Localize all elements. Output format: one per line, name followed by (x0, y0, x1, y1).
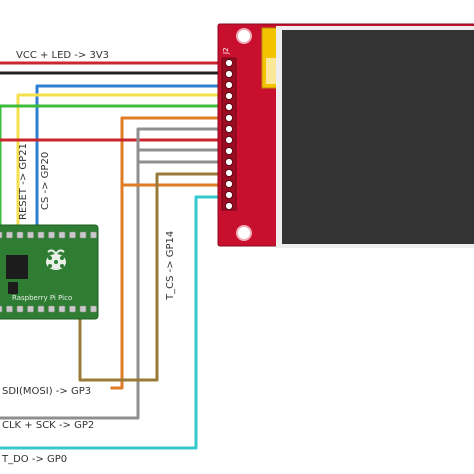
header-pin (224, 135, 234, 145)
pico-board (0, 224, 99, 320)
pico-pins-top (0, 231, 97, 239)
pico-pin (58, 305, 66, 313)
pico-pin (37, 305, 45, 313)
header-pin (224, 58, 234, 68)
pico-pin (16, 231, 24, 239)
pico-chip-2 (8, 282, 18, 294)
header-pins (224, 58, 234, 211)
label-cs: CS -> GP20 (40, 152, 51, 210)
ribbon-inner (266, 58, 276, 84)
pico-pin (90, 305, 97, 313)
header-pin (224, 113, 234, 123)
connection-labels: VCC + LED -> 3V3 RESET -> GP21 CS -> GP2… (1, 50, 176, 465)
pico-pin (6, 305, 13, 313)
header-pin (224, 80, 234, 90)
wire-reset-yellow (16, 93, 230, 237)
wires (0, 61, 230, 450)
header-pin (224, 157, 234, 167)
pico-pin (37, 231, 45, 239)
mount-hole-top (236, 28, 252, 44)
pico-pin (48, 305, 55, 313)
header-pin (224, 91, 234, 101)
pico-pin (58, 231, 66, 239)
header-pin (224, 69, 234, 79)
pico-chip (6, 255, 28, 279)
wire-tdo-cyan (0, 195, 230, 450)
label-tcs: T_CS -> GP14 (165, 231, 176, 301)
connector-label: J2 (222, 47, 230, 55)
pico-pin (0, 305, 3, 313)
wire-sdi-orange (110, 116, 230, 390)
header-pin (224, 124, 234, 134)
pico-pin (16, 305, 24, 313)
label-sck: CLK + SCK -> GP2 (2, 420, 94, 431)
wire-sck-gray (0, 127, 230, 420)
tft-display-module: J2 (217, 23, 474, 248)
pico-pins-bottom (0, 305, 97, 313)
pico-pin (69, 305, 76, 313)
mount-hole-bottom (236, 225, 252, 241)
header-pin (224, 102, 234, 112)
header-pin (224, 146, 234, 156)
pico-pin (0, 231, 3, 239)
header-pin (224, 168, 234, 178)
wire-cs-blue (35, 84, 230, 237)
label-tdo: T_DO -> GP0 (1, 454, 67, 465)
label-sdi: SDI(MOSI) -> GP3 (2, 386, 91, 397)
pico-pin (6, 231, 13, 239)
pico-label: Raspberry Pi Pico (12, 294, 72, 302)
header-pin (224, 201, 234, 211)
screen-glass (282, 30, 474, 244)
raspberry-logo-icon (46, 249, 66, 270)
label-reset: RESET -> GP21 (18, 143, 29, 220)
pico-pin (27, 231, 34, 239)
pico-pin (48, 231, 55, 239)
pico-pin (69, 231, 76, 239)
pico-pin (27, 305, 34, 313)
pico-pin (79, 231, 87, 239)
pico-pin (90, 231, 97, 239)
header-pin (224, 190, 234, 200)
raspberry-pi-pico: Raspberry Pi Pico (0, 224, 99, 320)
label-vcc-led: VCC + LED -> 3V3 (16, 50, 109, 61)
header-pin (224, 179, 234, 189)
wire-dc-green (0, 104, 230, 237)
wire-tcs-olive (78, 172, 230, 382)
pico-pin (79, 305, 87, 313)
